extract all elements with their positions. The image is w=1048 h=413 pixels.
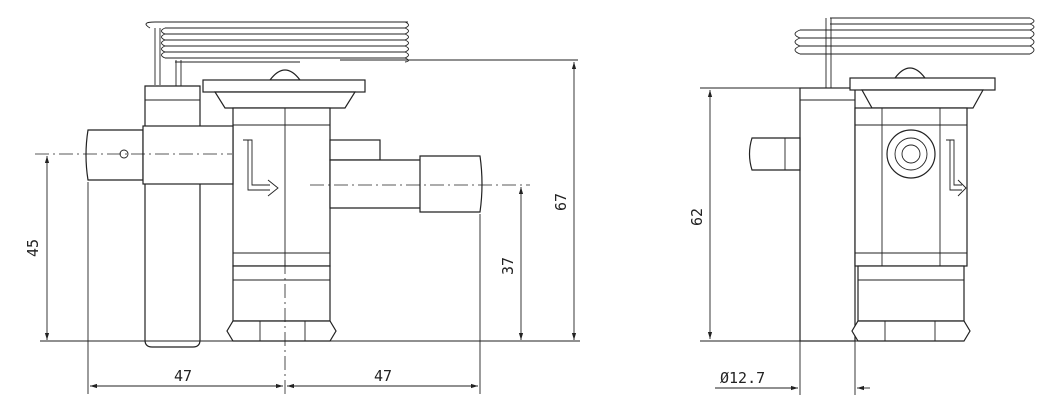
sensing-bulb: [144, 85, 201, 348]
side-valve-body: [851, 107, 971, 342]
dimension-bulb-diameter: Ø12.7: [715, 341, 870, 395]
side-sensing-bulb: [799, 87, 856, 342]
dimension-label-67: 67: [552, 193, 570, 211]
dimension-label-45: 45: [24, 239, 42, 257]
outlet-fitting: [329, 139, 483, 213]
side-diaphragm-head: [849, 67, 996, 109]
dimension-label-62: 62: [688, 208, 706, 226]
capillary-coil: [145, 21, 409, 88]
inlet-fitting: [85, 125, 234, 185]
side-view: [748, 17, 1035, 342]
dimension-label-47-right: 47: [374, 367, 392, 385]
valve-body: [226, 107, 337, 342]
dimension-total-height: 67: [340, 59, 578, 340]
front-view: [35, 21, 530, 395]
dimension-label-37: 37: [499, 257, 517, 275]
dimension-label-47-left: 47: [174, 367, 192, 385]
dimension-label-diameter: Ø12.7: [720, 369, 765, 387]
dimension-outlet-height: 37: [499, 187, 524, 340]
side-stub-fitting: [748, 137, 801, 171]
diaphragm-head: [202, 69, 366, 109]
dimension-side-height: 62: [688, 87, 860, 342]
side-capillary-coil: [794, 17, 1035, 88]
dimension-left-height: 45: [24, 156, 50, 340]
dimension-horizontal: 47 47: [87, 182, 481, 394]
